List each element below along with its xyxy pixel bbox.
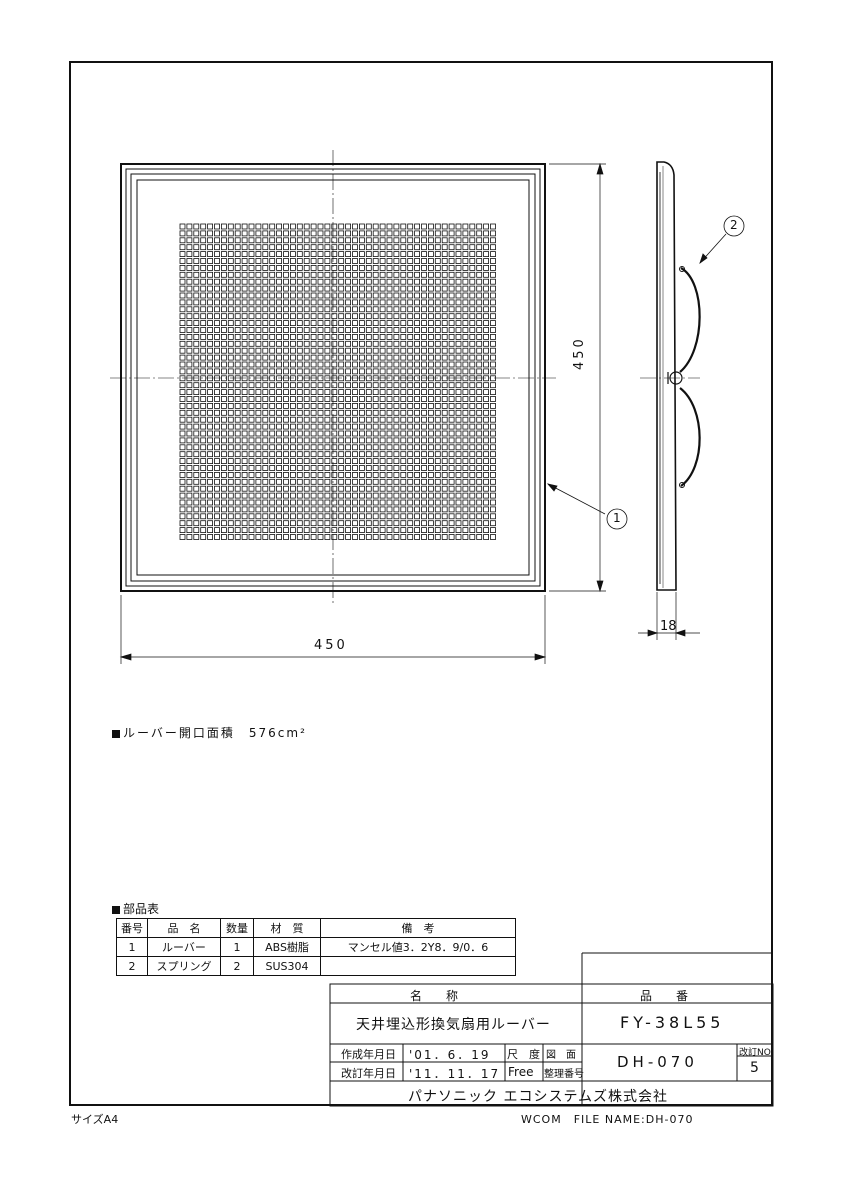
header-quantity: 数量 bbox=[220, 918, 254, 938]
bullet-square-icon bbox=[112, 905, 120, 914]
opening-area-note: ルーバー開口面積 576cm² bbox=[112, 724, 307, 741]
header-name: 品 名 bbox=[147, 918, 221, 938]
created-date: '01．6．19 bbox=[409, 1048, 491, 1062]
louver-grille bbox=[179, 223, 496, 540]
balloon-part-1: 1 bbox=[613, 511, 621, 525]
header-number: 番号 bbox=[116, 918, 148, 938]
height-dimension-text: 450 bbox=[572, 336, 587, 370]
leaders bbox=[546, 215, 745, 530]
note-text: ルーバー開口面積 bbox=[123, 726, 235, 740]
parts-table-header: 番号 品 名 数量 材 質 備 考 bbox=[116, 918, 516, 938]
balloon-part-2: 2 bbox=[730, 218, 738, 232]
revision-number: 5 bbox=[750, 1060, 759, 1076]
parts-table: 番号 品 名 数量 材 質 備 考 1 ルーバー 1 ABS樹脂 マンセル値3．… bbox=[116, 918, 516, 976]
part-number-label: 品 番 bbox=[640, 989, 689, 1003]
name-label: 名 称 bbox=[410, 989, 459, 1003]
title-block-lines bbox=[329, 952, 774, 1107]
parts-table-title: 部品表 bbox=[112, 900, 159, 917]
table-row: 1 ルーバー 1 ABS樹脂 マンセル値3．2Y8．9/0．6 bbox=[116, 937, 516, 957]
width-dimension-text: 450 bbox=[314, 638, 348, 653]
table-row: 2 スプリング 2 SUS304 bbox=[116, 956, 516, 976]
created-label: 作成年月日 bbox=[341, 1048, 396, 1061]
drawing-label: 図 面 bbox=[546, 1050, 576, 1061]
product-name: 天井埋込形換気扇用ルーバー bbox=[356, 1017, 551, 1033]
scale-label: 尺 度 bbox=[507, 1048, 540, 1061]
header-remarks: 備 考 bbox=[320, 918, 516, 938]
paper-size: サイズA4 bbox=[71, 1113, 119, 1126]
scale-value: Free bbox=[508, 1065, 534, 1079]
part-number: FY-38L55 bbox=[620, 1013, 725, 1032]
drawing-label-2: 整理番号 bbox=[544, 1069, 584, 1080]
bullet-square-icon bbox=[112, 729, 120, 738]
revised-label: 改訂年月日 bbox=[341, 1067, 396, 1080]
height-dimension bbox=[549, 162, 606, 593]
louver-side-view bbox=[656, 161, 701, 591]
drawing-frame bbox=[69, 61, 773, 1106]
revised-date: '11．11．17 bbox=[409, 1067, 501, 1081]
revision-label: 改訂NO bbox=[739, 1048, 771, 1058]
width-dimension bbox=[119, 595, 547, 664]
file-name: WCOM FILE NAME:DH-070 bbox=[521, 1113, 694, 1126]
header-material: 材 質 bbox=[253, 918, 321, 938]
note-value: 576cm² bbox=[248, 726, 307, 740]
company-name: パナソニック エコシステムズ株式会社 bbox=[408, 1089, 669, 1105]
depth-dimension bbox=[638, 592, 700, 640]
depth-dimension-text: 18 bbox=[660, 619, 677, 634]
drawing-number: DH-070 bbox=[617, 1053, 698, 1071]
